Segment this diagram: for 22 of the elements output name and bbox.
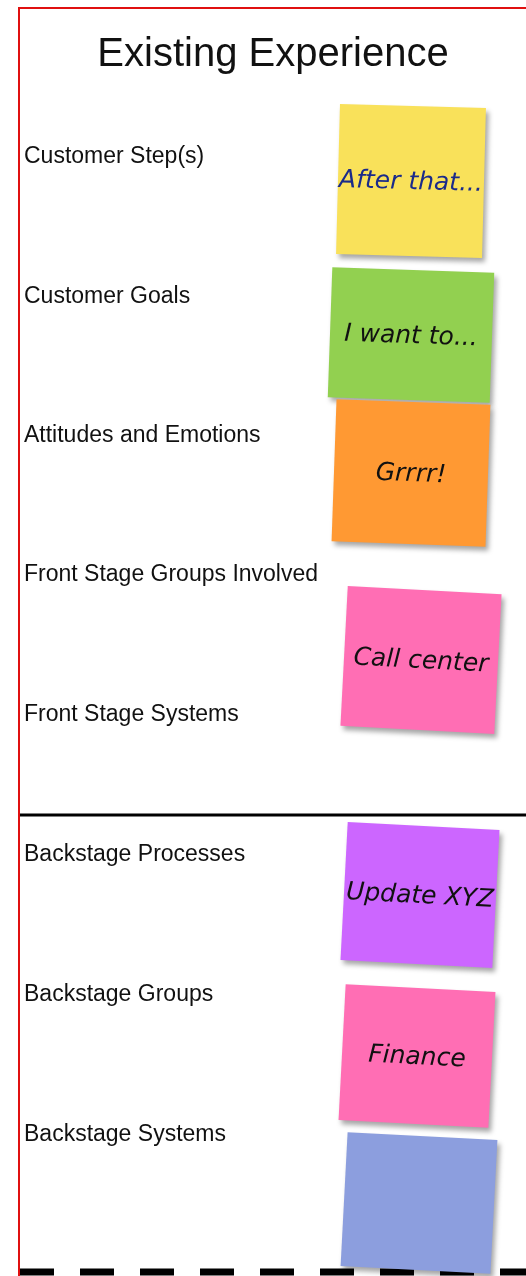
note-text: I want to...: [343, 317, 479, 353]
sticky-note: [327, 267, 495, 403]
title: Existing Experience: [96, 30, 450, 75]
row-label: Attitudes and Emotions: [24, 421, 261, 448]
note-text: Call center: [352, 641, 490, 679]
sticky-note: [340, 822, 500, 968]
row-label: Backstage Systems: [24, 1120, 226, 1147]
row-label: Front Stage Systems: [24, 700, 239, 727]
note-text: Finance: [367, 1038, 467, 1074]
sticky-note: [331, 399, 491, 547]
row-label: Backstage Processes: [24, 840, 246, 867]
sticky-note: [340, 586, 502, 734]
row-label: Backstage Groups: [24, 980, 214, 1007]
sticky-note: [336, 104, 486, 258]
note-text: Grrrr!: [375, 456, 447, 490]
note-text: Update XYZ: [345, 876, 495, 914]
row-label: Customer Step(s): [24, 142, 205, 169]
row-label: Customer Goals: [24, 282, 191, 309]
note-text: After that...: [338, 164, 484, 198]
sticky-note: [338, 984, 496, 1128]
row-label: Front Stage Groups Involved: [24, 560, 319, 587]
sticky-note: [340, 1132, 498, 1274]
